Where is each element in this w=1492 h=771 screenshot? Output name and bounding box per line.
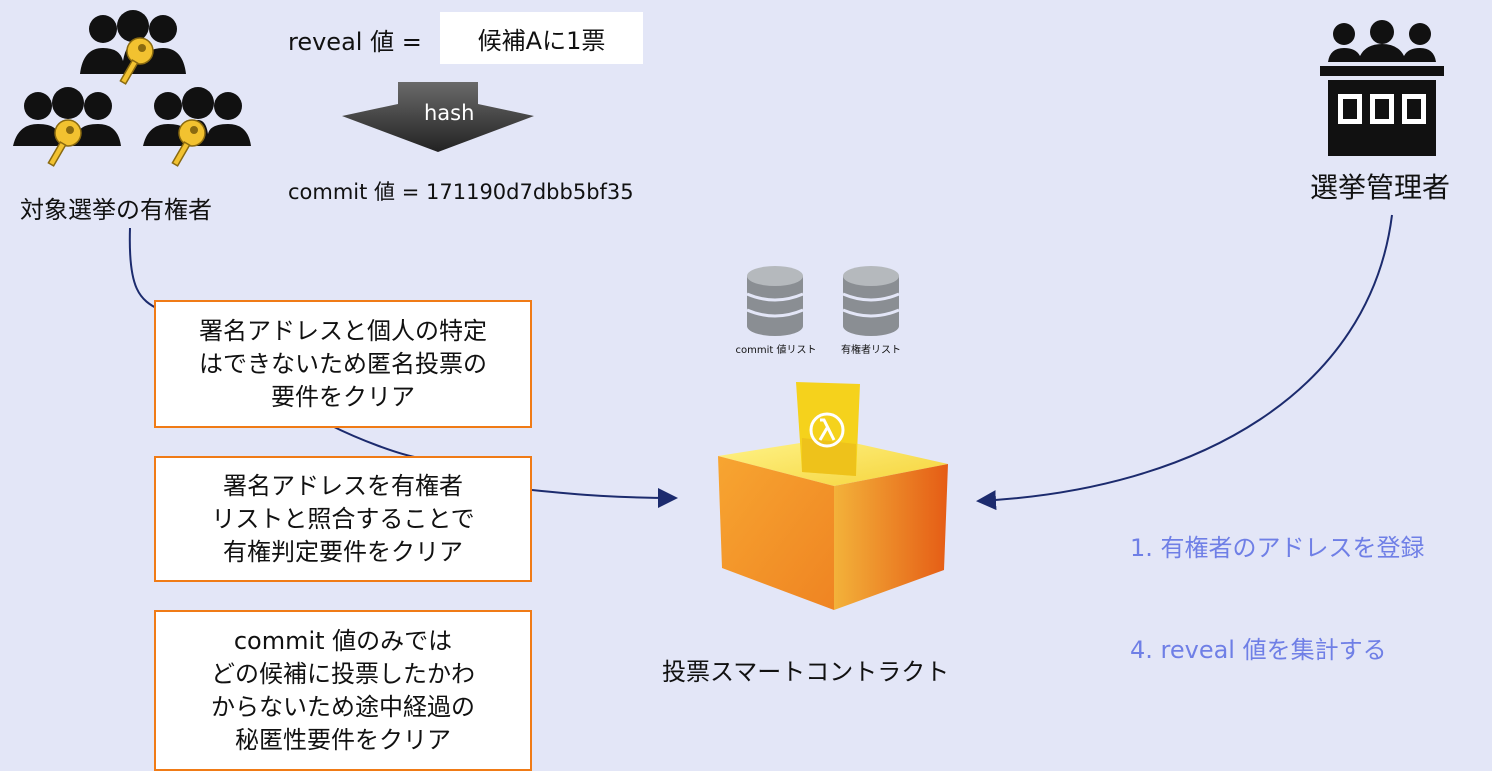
ballot-box-icon [718, 382, 948, 610]
step-register-label: 1. 有権者のアドレスを登録 [1130, 534, 1425, 562]
election-administrators-icon [1320, 20, 1444, 156]
step-tally-label: 4. reveal 値を集計する [1130, 636, 1387, 664]
reveal-value: 候補Aに1票 [477, 26, 606, 55]
reveal-label: reveal 値 = [288, 28, 422, 56]
lambda-icon [818, 418, 836, 441]
voters-with-keys-icon [13, 10, 251, 167]
anonymity-callout: 署名アドレスと個人の特定 はできないため匿名投票の 要件をクリア [154, 300, 532, 428]
reveal-value-box: 候補Aに1票 [440, 12, 643, 64]
contract-label: 投票スマートコントラクト [662, 658, 950, 686]
commit-list-label: commit 値リスト [735, 345, 817, 356]
hash-label: hash [424, 101, 475, 125]
admin-to-contract-arrow [976, 214, 1393, 511]
voter-list-db-icon [842, 266, 900, 336]
admin-label: 選挙管理者 [1310, 171, 1451, 204]
voter-connector-middle [329, 424, 421, 459]
eligibility-callout: 署名アドレスを有権者 リストと照合することで 有権判定要件をクリア [154, 456, 532, 582]
voter-to-contract-arrow [531, 487, 678, 508]
hash-arrow [342, 82, 534, 152]
voters-label: 対象選挙の有権者 [20, 196, 212, 224]
secrecy-callout: commit 値のみでは どの候補に投票したかわ からないため途中経過の 秘匿性… [154, 610, 532, 771]
commit-list-db-icon [746, 266, 804, 336]
voter-connector [128, 227, 161, 311]
commit-text: commit 値 = 171190d7dbb5bf35 [288, 180, 634, 204]
voter-list-label: 有権者リスト [841, 345, 901, 356]
